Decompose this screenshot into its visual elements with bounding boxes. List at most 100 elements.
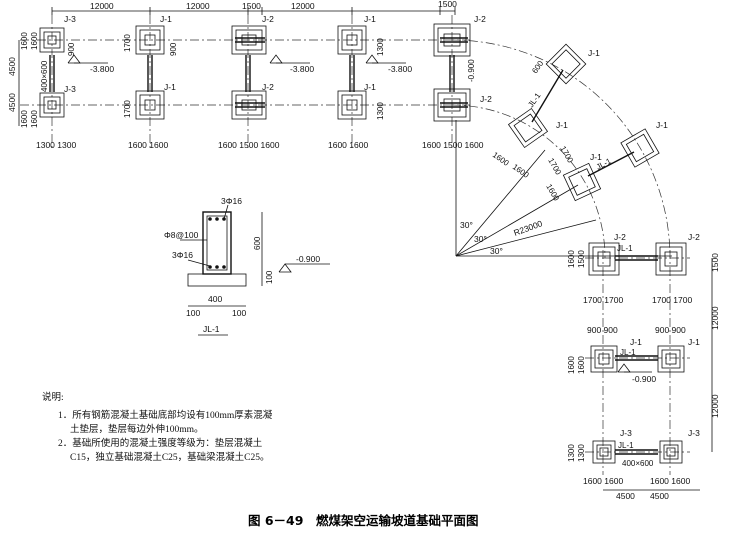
right-footing-3: J-1 bbox=[630, 337, 642, 347]
right-footing-4: J-1 bbox=[688, 337, 700, 347]
section-offset-2: 100 bbox=[232, 308, 246, 318]
top-grid: 12000 12000 1500 12000 1500 4500 4500 16… bbox=[7, 0, 492, 150]
dim-left-small-4: 1600 bbox=[30, 110, 39, 128]
dim-left-small-1: 1600 bbox=[20, 32, 29, 50]
footing-label-9: J-1 bbox=[364, 82, 376, 92]
angle-1: 30° bbox=[460, 220, 473, 230]
curve-footing-2: J-1 bbox=[556, 120, 568, 130]
footing-label-2: J-1 bbox=[160, 14, 172, 24]
footing-label-8: J-2 bbox=[262, 82, 274, 92]
dim-top-4: 12000 bbox=[291, 1, 315, 11]
right-hdim-7: 4500 bbox=[616, 491, 635, 501]
bottom-dim-1: 1300 1300 bbox=[36, 140, 76, 150]
right-footing-6: J-3 bbox=[688, 428, 700, 438]
right-vdim-3: 1500 bbox=[710, 253, 720, 272]
bottom-dim-3: 1600 1500 1600 bbox=[218, 140, 280, 150]
right-beam-2: JL-1 bbox=[620, 348, 636, 357]
right-vdim-1: 12000 bbox=[710, 306, 720, 330]
dim-top-3: 1500 bbox=[242, 1, 261, 11]
pair-dim-3: 900 bbox=[169, 42, 178, 56]
top-rebar-label: 3Φ16 bbox=[221, 196, 242, 206]
right-beam-3: JL-1 bbox=[618, 441, 634, 450]
pair-dim-2: 1700 bbox=[123, 100, 132, 118]
bottom-dim-5: 1600 1500 1600 bbox=[422, 140, 484, 150]
section-offset-1: 100 bbox=[186, 308, 200, 318]
dim-top-5: 1500 bbox=[438, 0, 457, 9]
dim-top-1: 12000 bbox=[90, 1, 114, 11]
right-hdim-6: 1600 1600 bbox=[650, 476, 690, 486]
right-vdim-4: 1600 bbox=[567, 250, 576, 268]
right-vdim-7: 1600 bbox=[577, 356, 586, 374]
bottom-dim-2: 1600 1600 bbox=[128, 140, 168, 150]
curve-footing-3: J-1 bbox=[656, 120, 668, 130]
stirrup-label: Φ8@100 bbox=[164, 230, 199, 240]
section-height: 600 bbox=[253, 236, 262, 250]
footing-label-4: J-1 bbox=[364, 14, 376, 24]
beam-section-detail: 3Φ16 Φ8@100 3Φ16 600 100 -0.900 400 100 … bbox=[164, 196, 330, 336]
elevation-marks-top: -3.800 -3.800 -3.800 -0.900 bbox=[67, 54, 476, 82]
footing-label-6: J-3 bbox=[64, 84, 76, 94]
section-title: JL-1 bbox=[203, 324, 220, 334]
curve-footing-1: J-1 bbox=[588, 48, 600, 58]
right-elev: -0.900 bbox=[632, 374, 656, 384]
footing-label-1: J-3 bbox=[64, 14, 76, 24]
beam-size-top: 400×600 bbox=[40, 60, 49, 92]
right-hdim-8: 4500 bbox=[650, 491, 669, 501]
curve-footing-4: J-1 bbox=[590, 152, 602, 162]
note-line-3: 2．基础所使用的混凝土强度等级为：垫层混凝土 bbox=[58, 437, 263, 449]
right-hdim-4: 900 900 bbox=[655, 325, 686, 335]
note-line-2: 土垫层，垫层每边外伸100mm。 bbox=[70, 423, 204, 435]
note-line-4: C15，独立基础混凝土C25，基础梁混凝土C25。 bbox=[70, 451, 270, 463]
section-pad: 100 bbox=[265, 270, 274, 284]
curve-dim-3: 1700 bbox=[546, 157, 563, 177]
section-width: 400 bbox=[208, 294, 222, 304]
elev-top-4: -0.900 bbox=[467, 59, 476, 82]
right-vdim-5: 1500 bbox=[577, 250, 586, 268]
right-beam-size: 400×600 bbox=[622, 459, 654, 468]
right-vdim-8: 1300 bbox=[567, 444, 576, 462]
right-vdim-9: 1300 bbox=[577, 444, 586, 462]
curve-dim-6: 600 bbox=[530, 59, 545, 76]
curve-dim-4: 1700 bbox=[558, 145, 575, 165]
right-hdim-5: 1600 1600 bbox=[583, 476, 623, 486]
right-footing-1: J-2 bbox=[614, 232, 626, 242]
curve-beam-1: JL-1 bbox=[526, 91, 543, 109]
dim-top-2: 12000 bbox=[186, 1, 210, 11]
curve-section: 30° 30° 30° R23000 J-1 J-1 J-1 J-1 JL-1 … bbox=[451, 39, 672, 259]
right-hdim-1: 1700 1700 bbox=[583, 295, 623, 305]
elev-top-2: -3.800 bbox=[290, 64, 314, 74]
angle-2: 30° bbox=[474, 234, 487, 244]
dim-left-small-3: 1600 bbox=[20, 110, 29, 128]
footing-label-5: J-2 bbox=[474, 14, 486, 24]
dim-left-2: 4500 bbox=[7, 93, 17, 112]
right-beam-1: JL-1 bbox=[617, 244, 633, 253]
footing-label-3: J-2 bbox=[262, 14, 274, 24]
elev-top-3: -3.800 bbox=[388, 64, 412, 74]
pair-dim-5: 1300 bbox=[376, 38, 385, 56]
pair-dim-1: 1700 bbox=[123, 34, 132, 52]
right-vdim-6: 1600 bbox=[567, 356, 576, 374]
curve-dim-1: 1600 bbox=[491, 150, 511, 168]
elev-top-1: -3.800 bbox=[90, 64, 114, 74]
footings-top: J-3 J-1 J-2 J-1 J-2 J-3 J-1 J-2 J-1 J-2 bbox=[39, 14, 492, 122]
pair-dim-4: 900 bbox=[67, 42, 76, 56]
figure-caption: 图 6－49 燃煤架空运输坡道基础平面图 bbox=[248, 513, 478, 528]
notes-block: 说明: 1．所有钢筋混凝土基础底部均设有100mm厚素混凝 土垫层，垫层每边外伸… bbox=[42, 391, 273, 463]
dim-left-1: 4500 bbox=[7, 57, 17, 76]
angle-3: 30° bbox=[490, 246, 503, 256]
right-grid: J-2 J-2 J-1 J-1 J-3 J-3 JL-1 JL-1 JL-1 -… bbox=[567, 232, 720, 501]
note-line-1: 1．所有钢筋混凝土基础底部均设有100mm厚素混凝 bbox=[58, 409, 273, 421]
curve-dim-2: 1600 bbox=[511, 162, 531, 180]
bottom-dim-4: 1600 1600 bbox=[328, 140, 368, 150]
right-hdim-2: 1700 1700 bbox=[652, 295, 692, 305]
dim-left-small-2: 1600 bbox=[30, 32, 39, 50]
curve-dim-5: 1600 bbox=[544, 183, 561, 203]
footing-label-10: J-2 bbox=[480, 94, 492, 104]
footing-label-7: J-1 bbox=[164, 82, 176, 92]
right-vdim-2: 12000 bbox=[710, 394, 720, 418]
section-elev: -0.900 bbox=[296, 254, 320, 264]
bottom-rebar-label: 3Φ16 bbox=[172, 250, 193, 260]
right-hdim-3: 900 900 bbox=[587, 325, 618, 335]
notes-heading: 说明: bbox=[42, 391, 64, 403]
